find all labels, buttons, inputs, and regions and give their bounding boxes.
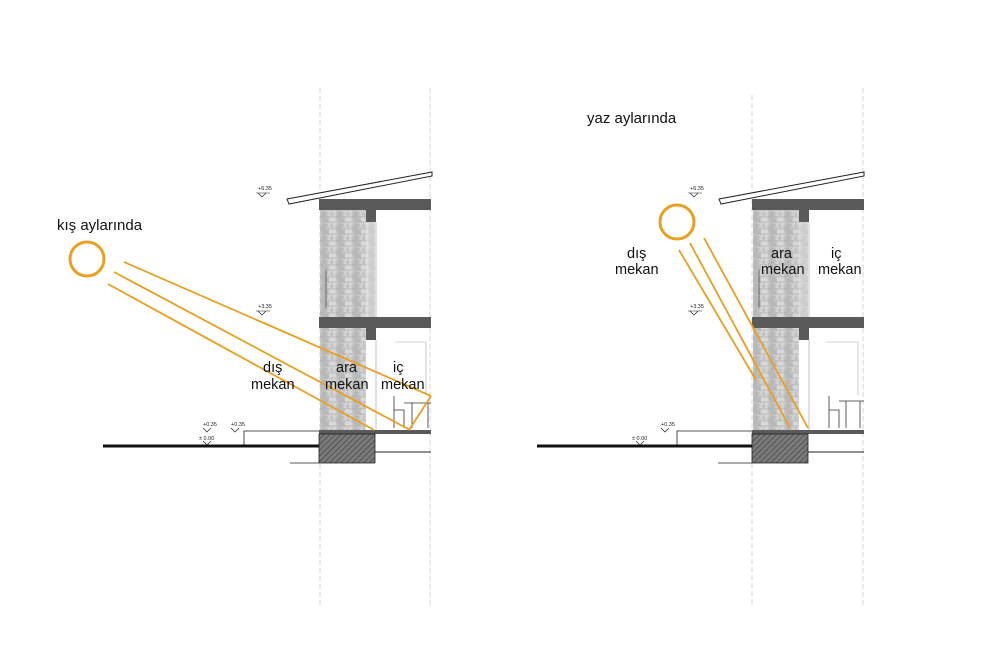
stone-column [799,222,808,317]
stone-wall-lower [753,328,799,430]
zone-inside-line1: iç [393,360,403,376]
terrace-step [676,430,752,446]
beam [799,210,809,222]
level-ground: ± 0.00 [632,436,647,442]
zone-semi-line2: mekan [761,262,805,278]
roof-slab [752,199,864,210]
sun-rays [107,261,432,431]
zone-outside-line2: mekan [615,262,659,278]
level-entry: +0.35 [231,422,245,428]
zone-outside-line1: dış [627,246,646,262]
zone-outside-line1: dış [263,360,282,376]
level-marker-icon: +3.35 [688,304,704,316]
table-icon [839,400,864,428]
winter-panel: +6.35 +3.35 +0.35 +0.35 ± 0.00 kış ay [57,88,433,605]
level-marker-icon: +0.35 [230,422,245,433]
zone-inside-line1: iç [831,246,841,262]
zone-semi-line1: ara [336,360,358,376]
floor-slab [752,317,864,328]
season-label: yaz aylarında [587,110,677,127]
chair-icon [828,396,840,428]
roof-eave [718,171,865,205]
level-marker-icon: +6.35 [688,186,704,198]
level-terrace: +0.35 [661,422,675,428]
level-marker-icon: ± 0.00 [632,436,647,446]
zone-inside-line2: mekan [818,262,862,278]
interior-outline [395,341,427,395]
zone-inside-line2: mekan [381,377,425,393]
stone-wall-upper [320,210,366,317]
beam [366,210,376,222]
sun-icon [68,240,106,278]
level-upper: +3.35 [258,304,272,310]
zone-semi-line1: ara [771,246,793,262]
chair-icon [393,396,405,428]
level-marker-icon: +0.35 [660,422,675,433]
interior-outline [826,341,859,395]
stone-wall-upper [753,210,799,317]
zone-semi-line2: mekan [325,377,369,393]
summer-panel: +6.35 +3.35 +0.35 ± 0.00 yaz aylarında d… [537,88,865,605]
roof-eave [286,171,433,205]
level-terrace: +0.35 [203,422,217,428]
ground-slab [752,430,864,434]
level-ground: ± 0.00 [199,436,214,442]
sun-icon [658,203,696,241]
level-marker-icon: +3.35 [256,304,272,316]
stone-column [366,222,375,317]
level-roof: +6.35 [690,186,704,192]
terrace-step [243,430,319,446]
level-roof: +6.35 [258,186,272,192]
foundation [318,433,376,464]
foundation [751,433,809,464]
beam [366,328,376,340]
level-marker-icon: +6.35 [256,186,272,198]
zone-outside-line2: mekan [251,377,295,393]
ground-slab [319,430,431,434]
level-marker-icon: ± 0.00 [199,436,214,446]
level-upper: +3.35 [690,304,704,310]
sun-rays [678,237,809,429]
floor-slab [319,317,431,328]
roof-slab [319,199,431,210]
level-marker-icon: +0.35 [202,422,217,433]
season-label: kış aylarında [57,217,143,234]
beam [799,328,809,340]
